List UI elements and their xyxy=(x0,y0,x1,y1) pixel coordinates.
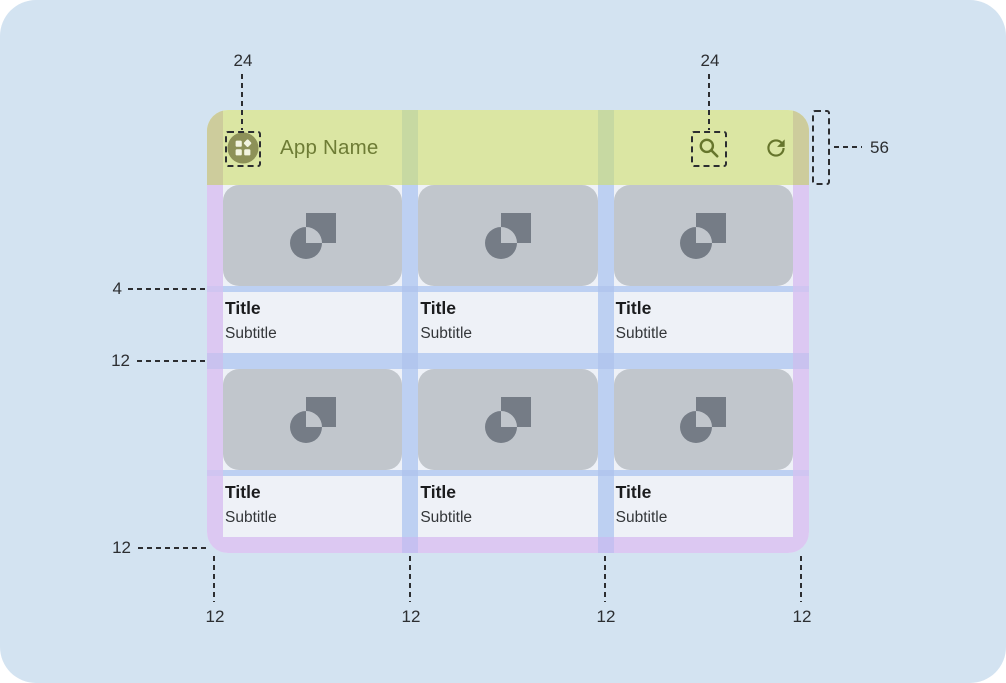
bottom-margin-overlay xyxy=(207,537,809,553)
card-text-block: Title Subtitle xyxy=(614,292,793,346)
card[interactable]: Title Subtitle xyxy=(613,369,793,537)
card-text-block: Title Subtitle xyxy=(418,292,597,346)
card[interactable]: Title Subtitle xyxy=(223,185,403,353)
card-text-block: Title Subtitle xyxy=(614,476,793,530)
card[interactable]: Title Subtitle xyxy=(418,185,598,353)
card-title: Title xyxy=(420,482,456,502)
dashboard-icon xyxy=(227,132,259,164)
card-image-placeholder xyxy=(613,185,793,286)
app-avatar-button[interactable] xyxy=(227,132,259,164)
dimension-line xyxy=(137,360,207,362)
card-subtitle: Subtitle xyxy=(225,325,277,342)
card-title: Title xyxy=(225,482,261,502)
column-gutter-overlay xyxy=(402,110,418,553)
dimension-label-action-icon: 24 xyxy=(700,51,720,70)
card-image-placeholder xyxy=(223,369,403,470)
dimension-line xyxy=(800,556,802,602)
leading-icon-bounds-box xyxy=(225,131,261,167)
dimension-label-image-text-gap: 4 xyxy=(112,279,122,298)
image-placeholder-icon xyxy=(289,212,336,259)
app-name-title: App Name xyxy=(280,135,379,159)
card-grid: Title Subtitle Title Subtitle xyxy=(223,185,793,537)
card-image-placeholder xyxy=(418,369,598,470)
dimension-label-row-gap: 12 xyxy=(111,351,130,370)
column-gutter-overlay xyxy=(598,110,614,553)
dimension-label-left-margin: 12 xyxy=(205,607,225,626)
image-placeholder-icon xyxy=(484,396,531,443)
card-image-placeholder xyxy=(613,369,793,470)
dimension-line xyxy=(241,74,243,130)
image-placeholder-icon xyxy=(289,396,336,443)
dimension-label-right-margin: 12 xyxy=(792,607,812,626)
dimension-label-gutter-2: 12 xyxy=(596,607,616,626)
card-title: Title xyxy=(615,482,652,502)
search-button[interactable] xyxy=(696,135,722,161)
image-text-gap-overlay xyxy=(223,286,793,292)
dimension-label-appbar-height: 56 xyxy=(870,138,889,157)
dimension-line xyxy=(138,547,207,549)
card-text-block: Title Subtitle xyxy=(223,292,402,346)
refresh-button[interactable] xyxy=(763,135,789,161)
card-title: Title xyxy=(615,298,652,318)
search-icon-bounds-box xyxy=(691,131,727,167)
dimension-line xyxy=(213,556,215,602)
card-subtitle: Subtitle xyxy=(225,509,277,526)
dimension-line xyxy=(409,556,411,602)
card[interactable]: Title Subtitle xyxy=(418,369,598,537)
image-text-gap-overlay xyxy=(223,470,793,476)
dimension-line xyxy=(128,288,207,290)
card[interactable]: Title Subtitle xyxy=(223,369,403,537)
left-margin-overlay xyxy=(207,110,223,553)
appbar-height-bracket xyxy=(812,110,830,185)
card-subtitle: Subtitle xyxy=(420,509,473,526)
card-subtitle: Subtitle xyxy=(615,509,668,526)
dimension-line xyxy=(604,556,606,602)
card-title: Title xyxy=(225,298,261,318)
search-icon xyxy=(699,138,719,158)
card-subtitle: Subtitle xyxy=(420,325,473,342)
card-text-block: Title Subtitle xyxy=(418,476,597,530)
image-placeholder-icon xyxy=(680,396,727,443)
dimension-line xyxy=(708,74,710,130)
card-image-placeholder xyxy=(223,185,403,286)
image-placeholder-icon xyxy=(484,212,531,259)
dimension-line xyxy=(834,146,862,148)
card-text-block: Title Subtitle xyxy=(223,476,402,530)
card-image-placeholder xyxy=(418,185,598,286)
card[interactable]: Title Subtitle xyxy=(613,185,793,353)
dimension-label-gutter-1: 12 xyxy=(401,607,421,626)
row-gap-overlay xyxy=(223,353,793,369)
refresh-icon xyxy=(767,139,785,157)
dimension-label-bottom-margin: 12 xyxy=(112,538,131,557)
right-margin-overlay xyxy=(793,110,809,553)
card-title: Title xyxy=(420,298,456,318)
card-subtitle: Subtitle xyxy=(615,325,668,342)
dimension-label-leading-icon: 24 xyxy=(233,51,253,70)
app-mockup: App Name xyxy=(207,110,809,553)
image-placeholder-icon xyxy=(680,212,727,259)
